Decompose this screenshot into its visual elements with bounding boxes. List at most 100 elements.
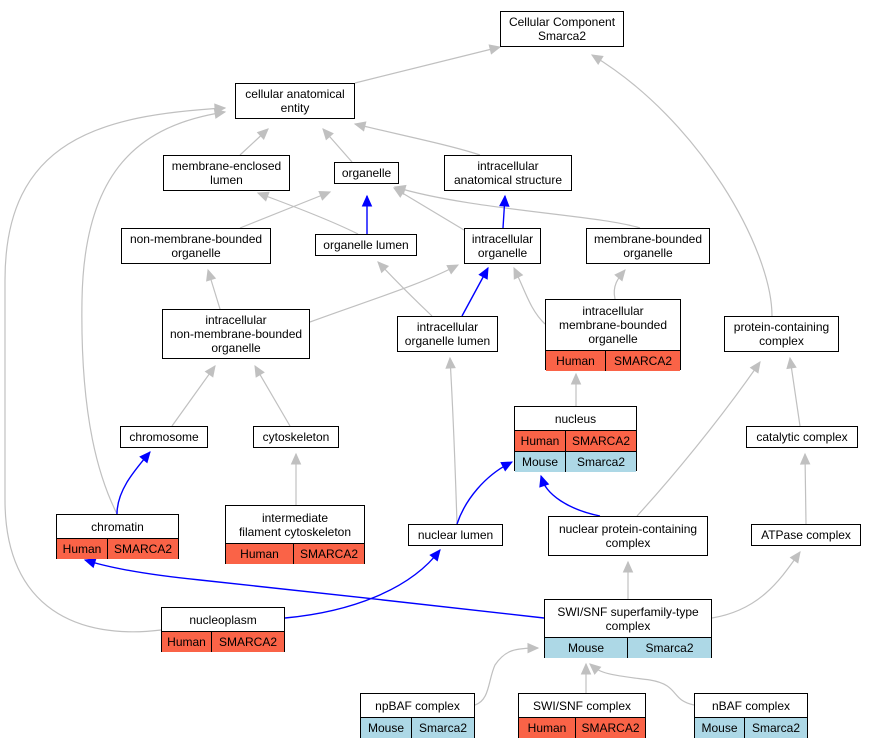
annotation-species: Human xyxy=(57,539,108,559)
edge-intracellular-anatomical-structure-to-cellular-anatomical-entity xyxy=(354,123,481,156)
node-title: npBAF complex xyxy=(361,694,474,717)
edge-intracellular-non-membrane-bounded-organelle-to-non-membrane-bounded-organelle-arrowhead xyxy=(206,268,217,282)
node-catalytic-complex[interactable]: catalytic complex xyxy=(746,426,858,448)
node-title-line: organelle xyxy=(588,332,638,346)
edge-nuclear-lumen-to-intracellular-organelle-lumen-arrowhead xyxy=(445,356,456,369)
annotation-gene: Smarca2 xyxy=(566,452,636,472)
annotation-gene: Smarca2 xyxy=(745,718,807,738)
annotation-species: Mouse xyxy=(515,452,566,472)
edge-catalytic-complex-to-protein-containing-complex xyxy=(789,357,801,427)
annotation-gene: SMARCA2 xyxy=(212,632,284,652)
edge-nbaf-complex-to-swi-snf-superfamily-type-complex xyxy=(589,663,695,706)
annotation-gene: SMARCA2 xyxy=(108,539,178,559)
edge-intracellular-organelle-to-organelle xyxy=(393,187,465,231)
edge-organelle-lumen-to-membrane-enclosed-lumen-arrowhead xyxy=(256,191,270,202)
node-title-line: npBAF complex xyxy=(375,698,460,713)
annotation-species: Mouse xyxy=(545,638,628,658)
edge-nuclear-protein-containing-complex-to-protein-containing-complex-arrowhead xyxy=(749,360,761,374)
node-title: chromosome xyxy=(121,427,207,447)
node-title-line: organelle xyxy=(171,246,221,260)
edge-atpase-complex-to-catalytic-complex-arrowhead xyxy=(799,452,811,465)
node-title-line: Smarca2 xyxy=(537,29,587,43)
node-title: chromatin xyxy=(57,515,178,538)
edge-chromatin-to-chromosome-arrowhead xyxy=(139,451,151,464)
node-atpase-complex[interactable]: ATPase complex xyxy=(751,524,861,546)
node-organelle-lumen[interactable]: organelle lumen xyxy=(315,234,417,256)
node-organelle[interactable]: organelle xyxy=(334,162,399,184)
edge-organelle-lumen-to-membrane-enclosed-lumen xyxy=(257,192,359,235)
edge-cytoskeleton-to-intracellular-non-membrane-bounded-organelle-arrowhead xyxy=(254,364,265,378)
node-title-line: chromatin xyxy=(91,519,144,534)
node-title-line: organelle xyxy=(623,246,673,260)
node-title-line: organelle xyxy=(477,246,528,260)
node-title: ATPase complex xyxy=(752,525,860,545)
annotation-species: Human xyxy=(162,632,212,652)
edge-chromatin-to-cellular-anatomical-entity xyxy=(81,111,226,515)
node-cytoskeleton[interactable]: cytoskeleton xyxy=(253,426,339,448)
edge-protein-containing-complex-to-root-arrowhead xyxy=(590,54,604,65)
edge-chromosome-to-intracellular-non-membrane-bounded-organelle-arrowhead xyxy=(204,365,216,378)
node-title-line: intracellular xyxy=(205,313,267,327)
edge-intracellular-non-membrane-bounded-organelle-to-intracellular-organelle-arrowhead xyxy=(446,264,460,275)
edge-nucleoplasm-to-nuclear-lumen-arrowhead xyxy=(429,549,441,562)
node-nuclear-lumen[interactable]: nuclear lumen xyxy=(408,524,503,546)
node-title: organelle lumen xyxy=(316,235,416,255)
annotation-species: Mouse xyxy=(695,718,745,738)
node-title-line: filament cytoskeleton xyxy=(238,524,352,539)
edge-intracellular-anatomical-structure-to-cellular-anatomical-entity-arrowhead xyxy=(353,121,367,132)
edge-intracellular-organelle-lumen-to-intracellular-organelle-arrowhead xyxy=(478,266,489,280)
node-title-line: SWI/SNF complex xyxy=(532,698,631,713)
node-title: catalytic complex xyxy=(747,427,857,447)
edge-protein-containing-complex-to-root xyxy=(591,54,773,317)
annotation-gene: SMARCA2 xyxy=(294,544,364,564)
edge-catalytic-complex-to-protein-containing-complex-arrowhead xyxy=(786,356,797,370)
node-title-line: nBAF complex xyxy=(711,698,791,713)
node-title-line: organelle lumen xyxy=(323,238,409,252)
edge-npbaf-complex-to-swi-snf-superfamily-type-complex xyxy=(474,647,539,706)
edge-non-membrane-bounded-organelle-to-organelle xyxy=(239,191,331,229)
annotation-gene: Smarca2 xyxy=(412,718,474,738)
edge-nucleoplasm-to-cellular-anatomical-entity xyxy=(4,107,226,633)
edge-nuclear-lumen-to-nucleus-arrowhead xyxy=(500,461,514,472)
edge-intracellular-organelle-to-intracellular-anatomical-structure-arrowhead xyxy=(499,194,510,207)
node-chromosome[interactable]: chromosome xyxy=(120,426,208,448)
edge-swi-snf-superfamily-type-complex-to-nuclear-protein-containing-complex-arrowhead xyxy=(622,560,634,573)
node-title-line: Cellular Component xyxy=(508,15,616,29)
annotation-species: Human xyxy=(226,544,294,564)
edge-nucleus-to-intracellular-membrane-bounded-organelle-arrowhead xyxy=(570,372,582,385)
node-title: nucleus xyxy=(515,407,636,430)
edge-chromosome-to-intracellular-non-membrane-bounded-organelle xyxy=(171,365,216,427)
